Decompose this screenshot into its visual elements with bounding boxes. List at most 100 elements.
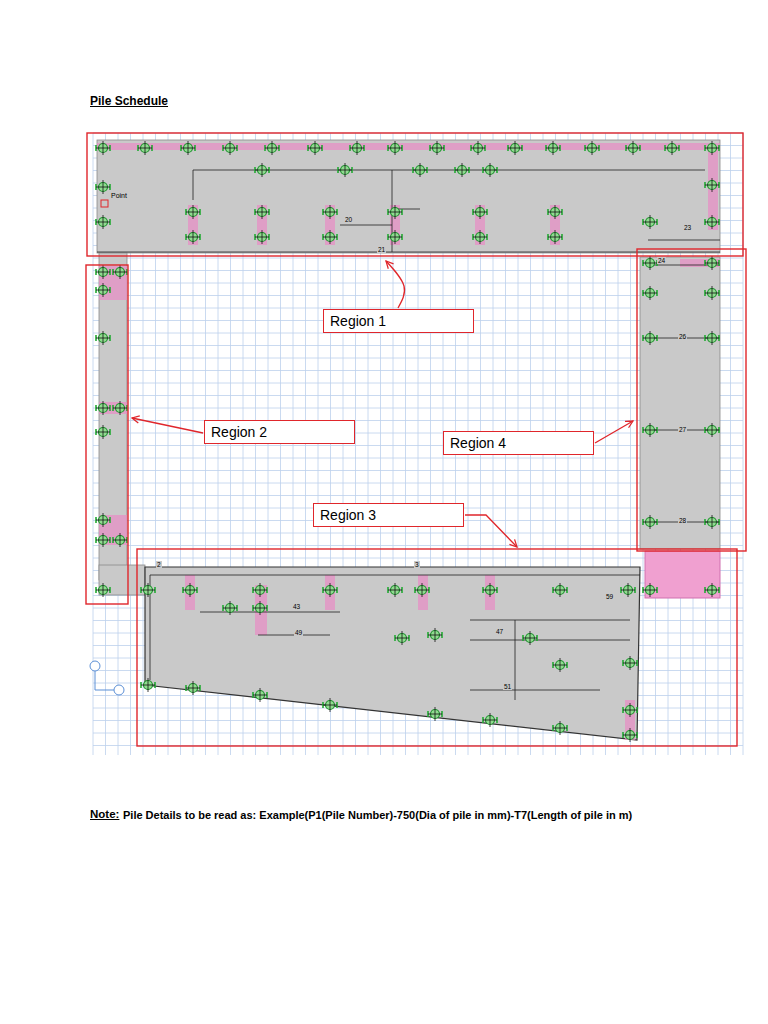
pile-symbol: [96, 401, 110, 415]
pile-symbol: [141, 678, 155, 692]
pile-symbol: [585, 141, 599, 155]
pile-symbol: [96, 533, 110, 547]
pile-cross: [260, 601, 261, 615]
plan-label: 23: [683, 224, 692, 231]
pile-symbol: [546, 141, 560, 155]
pile-cross: [478, 141, 479, 155]
pile-cross: [712, 423, 713, 437]
axis-symbol: [90, 661, 124, 695]
pile-symbol: [428, 628, 442, 642]
pile-symbol: [223, 601, 237, 615]
pile-symbol: [553, 583, 567, 597]
pile-symbol: [388, 205, 402, 219]
pile-cross: [592, 141, 593, 155]
plan-label: 27: [678, 426, 687, 433]
highlight: [475, 205, 485, 245]
pile-symbol: [96, 513, 110, 527]
pile-symbol: [255, 163, 269, 177]
pile-symbol: [705, 423, 719, 437]
grid-line: [93, 720, 743, 721]
pile-symbol: [483, 163, 497, 177]
pile-symbol: [548, 205, 562, 219]
pile-symbol: [395, 631, 409, 645]
pile-cross: [422, 583, 423, 597]
pile-symbol: [96, 283, 110, 297]
grid: [93, 133, 743, 755]
slab: [145, 567, 640, 740]
pile-cross: [188, 141, 189, 155]
grid-line: [93, 733, 743, 734]
pile-symbol: [430, 141, 444, 155]
pile-symbol: [265, 141, 279, 155]
pile-cross: [260, 583, 261, 597]
highlight: [550, 205, 560, 245]
dimension-line: [470, 690, 600, 691]
pile-cross: [395, 205, 396, 219]
pile-symbol: [388, 141, 402, 155]
highlight: [255, 585, 267, 635]
pile-cross: [230, 601, 231, 615]
pile-cross: [560, 658, 561, 672]
pile-cross: [330, 205, 331, 219]
pile-symbol: [253, 601, 267, 615]
pile-symbol: [455, 163, 469, 177]
pile-symbol: [473, 230, 487, 244]
pile-cross: [435, 628, 436, 642]
pile-cross: [650, 423, 651, 437]
pile-cross: [103, 513, 104, 527]
pile-symbol: [96, 215, 110, 229]
pile-symbol: [626, 141, 640, 155]
pile-symbol: [553, 721, 567, 735]
highlight: [185, 575, 195, 610]
dimension-line: [470, 640, 630, 641]
callout-text: Region 1: [330, 313, 386, 329]
pile-cross: [712, 515, 713, 529]
dimension-line: [200, 612, 340, 613]
pile-cross: [630, 728, 631, 742]
pile-symbol: [508, 141, 522, 155]
pile-cross: [230, 141, 231, 155]
pile-cross: [672, 141, 673, 155]
pile-cross: [555, 205, 556, 219]
pile-symbol: [96, 425, 110, 439]
dimension-line: [97, 252, 720, 253]
pile-cross: [712, 331, 713, 345]
pile-cross: [315, 141, 316, 155]
plan-label: 51: [503, 683, 512, 690]
pile-symbol: [350, 141, 364, 155]
pile-cross: [630, 656, 631, 670]
region-outline: [637, 249, 746, 551]
slab: [99, 253, 127, 580]
pile-symbol: [388, 230, 402, 244]
pile-cross: [103, 583, 104, 597]
callout-box: Region 4: [443, 431, 594, 455]
highlight: [99, 266, 127, 300]
pile-symbol: [96, 583, 110, 597]
pile-symbol: [428, 707, 442, 721]
leader-arrow: [386, 261, 405, 308]
pile-symbol: [323, 205, 337, 219]
note-text: Note:: [90, 808, 119, 821]
pile-symbol: [643, 215, 657, 229]
pile-cross: [395, 141, 396, 155]
pile-symbol: [255, 205, 269, 219]
pile-cross: [480, 205, 481, 219]
pile-symbol: [253, 583, 267, 597]
pile-cross: [650, 515, 651, 529]
pile-symbol: [323, 698, 337, 712]
dimension-line: [340, 225, 392, 226]
pile-cross: [330, 583, 331, 597]
highlight: [325, 575, 335, 610]
pile-cross: [103, 180, 104, 194]
pile-cross: [630, 703, 631, 717]
pile-cross: [120, 401, 121, 415]
pile-symbol: [253, 688, 267, 702]
pile-cross: [190, 583, 191, 597]
pile-symbol: [643, 286, 657, 300]
pile-cross: [480, 230, 481, 244]
callout-text: Region 2: [211, 424, 267, 440]
pile-cross: [628, 583, 629, 597]
pile-cross: [262, 205, 263, 219]
pile-symbol: [113, 265, 127, 279]
